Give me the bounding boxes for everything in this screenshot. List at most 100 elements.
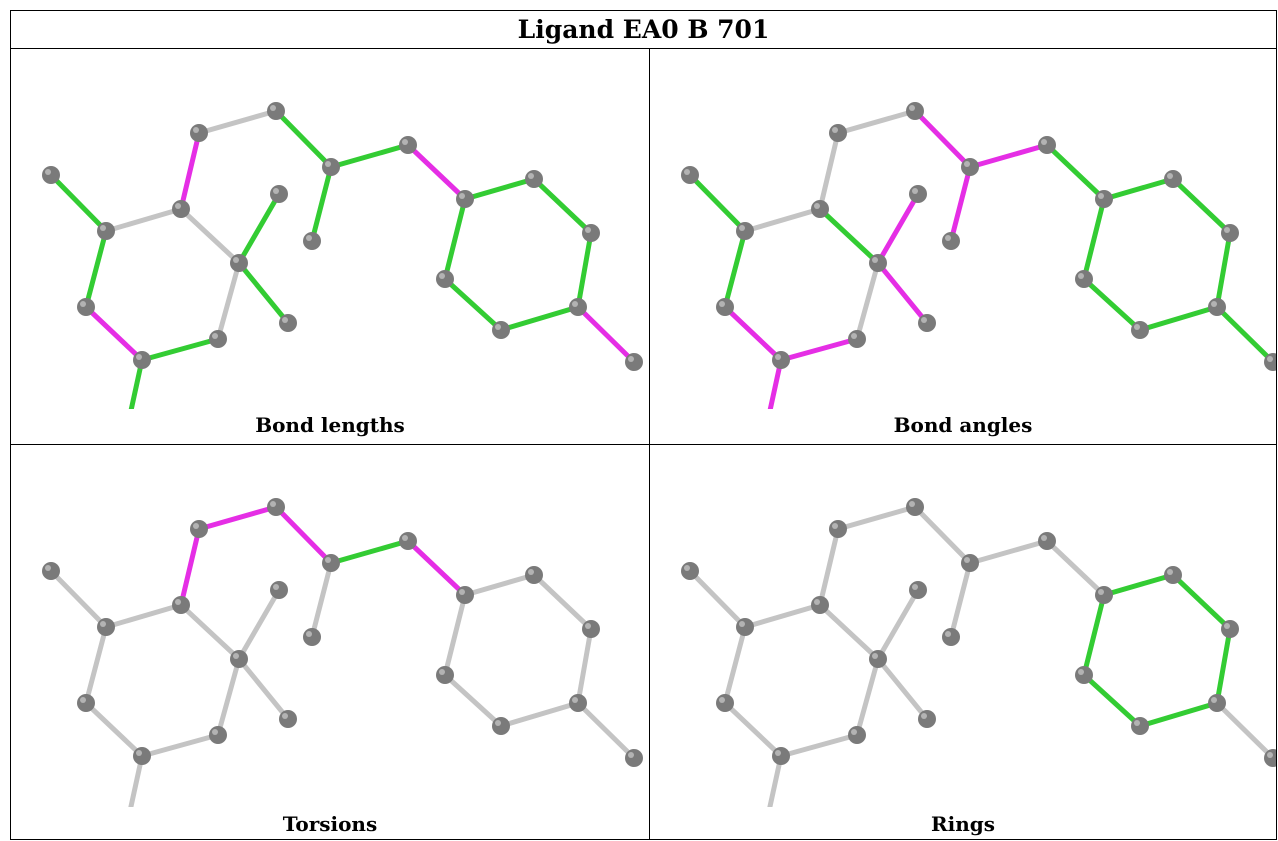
atom [303,628,321,646]
atom [172,200,190,218]
atom [279,314,297,332]
atom [1208,694,1226,712]
atom-highlight [402,535,408,541]
atom-highlight [325,161,331,167]
atom [829,124,847,142]
atom-highlight [719,301,725,307]
atom [1208,298,1226,316]
atom [811,596,829,614]
bond [742,206,823,234]
bond [687,172,748,234]
bond [1214,626,1233,706]
atom [582,620,600,638]
bond [1101,572,1176,598]
atom-highlight [45,565,51,571]
atom [772,747,790,765]
atom [279,710,297,728]
atom-highlight [175,599,181,605]
bond [817,602,881,662]
bond [236,191,282,266]
bond [875,587,921,662]
atom [209,726,227,744]
bond [215,260,242,342]
atom [1095,586,1113,604]
atom-highlight [851,729,857,735]
atom-highlight [1267,752,1273,758]
atom [456,586,474,604]
atom-highlight [402,139,408,145]
atom [1038,136,1056,154]
atom [230,254,248,272]
bond [442,672,504,729]
atom-highlight [175,203,181,209]
molecule-bond-angles [681,102,1276,409]
atom [525,566,543,584]
atom-highlight [912,584,918,590]
bond [531,572,594,632]
bond [103,206,184,234]
atom-highlight [100,621,106,627]
atom [399,136,417,154]
atom-highlight [775,354,781,360]
bond [531,176,594,236]
atom-highlight [439,273,445,279]
atom [625,353,643,371]
atom [582,224,600,242]
atom [1075,666,1093,684]
atom [736,222,754,240]
atom [829,520,847,538]
bond [128,753,145,807]
bond [722,228,748,310]
bond [1170,176,1233,236]
bond [575,230,594,310]
atom [42,562,60,580]
atom [906,102,924,120]
bond [83,304,145,363]
bond [273,108,334,170]
atom-highlight [45,169,51,175]
atom-highlight [719,697,725,703]
atom-highlight [684,169,690,175]
bond [575,700,637,761]
bond [103,602,184,630]
atom-highlight [212,729,218,735]
bond [967,142,1050,170]
bond [778,732,860,759]
bond [912,504,973,566]
atom [869,650,887,668]
bond [1081,196,1107,282]
atom [133,351,151,369]
table-title: Ligand EA0 B 701 [11,11,1276,49]
bond [1137,304,1220,333]
atom-highlight [528,569,534,575]
atom [942,628,960,646]
bond [1081,592,1107,678]
atom [961,554,979,572]
atom [267,102,285,120]
bond [575,626,594,706]
bond [948,560,973,640]
bond [875,260,930,326]
atom-highlight [100,225,106,231]
bond [498,700,581,729]
atom [772,351,790,369]
panel-caption: Rings [930,812,995,836]
atom [909,581,927,599]
bond [178,602,242,662]
atom-highlight [739,225,745,231]
bond [854,260,881,342]
atom-highlight [80,697,86,703]
atom-highlight [306,631,312,637]
atom [848,726,866,744]
atom-highlight [212,333,218,339]
bond [462,176,537,202]
ligand-validation-table: Ligand EA0 B 701 Bond lengths Bond angle… [10,10,1277,840]
atom [190,520,208,538]
bond [48,172,109,234]
atom [918,314,936,332]
atom-highlight [1211,697,1217,703]
atom [133,747,151,765]
atom-highlight [233,653,239,659]
atom-highlight [1167,569,1173,575]
bond [462,572,537,598]
